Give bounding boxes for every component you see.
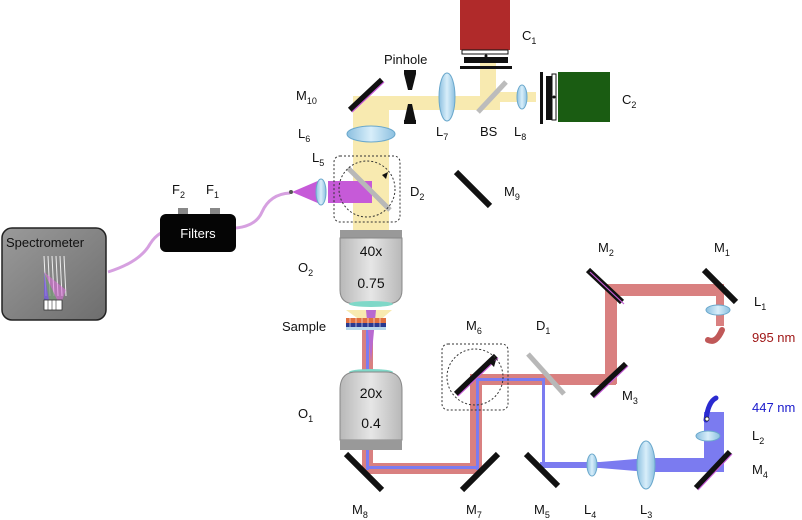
wavelength-447-label: 447 nm: [752, 400, 795, 415]
filters-box: Filters: [160, 208, 236, 252]
spectrometer-label: Spectrometer: [6, 235, 85, 250]
l1-label: L1: [754, 294, 766, 312]
rotation-mount-d2: [333, 155, 401, 223]
lens-l2: [695, 430, 721, 442]
lens-l1: [705, 304, 731, 316]
m8-label: M8: [352, 502, 368, 520]
m6-label: M6: [466, 318, 482, 336]
camera-c2: [540, 72, 610, 124]
bs-label: BS: [480, 124, 498, 139]
diffraction-grating-icon: [43, 255, 67, 311]
lens-l3: [636, 440, 656, 490]
objective-o1-na: 0.4: [361, 415, 381, 431]
mirror-m8: [343, 451, 385, 493]
mirror-m7: [459, 451, 501, 493]
m2-label: M2: [598, 240, 614, 258]
objective-o1-magnification: 20x: [360, 385, 383, 401]
lens-l4: [586, 453, 598, 477]
mirror-m5: [523, 451, 561, 489]
mirror-m9: [453, 169, 493, 209]
f2-label: F2: [172, 182, 185, 200]
lens-l5: [315, 178, 327, 206]
lens-l6: [346, 125, 396, 143]
m4-label: M4: [752, 462, 768, 480]
o1-label: O1: [298, 406, 313, 424]
mirror-m1: [701, 267, 739, 305]
d1-label: D1: [536, 318, 550, 336]
f1-label: F1: [206, 182, 219, 200]
m3-label: M3: [622, 388, 638, 406]
collection-beam: [346, 60, 536, 328]
sample: [346, 318, 386, 330]
beam-splitter-bs: [476, 80, 508, 114]
o2-label: O2: [298, 260, 313, 278]
m7-label: M7: [466, 502, 482, 520]
objective-o2-magnification: 40x: [360, 243, 383, 259]
pinhole: [404, 70, 416, 124]
spectrometer: Spectrometer: [1, 227, 107, 321]
mirror-m3: [589, 361, 629, 399]
l7-label: L7: [436, 124, 448, 142]
l2-label: L2: [752, 428, 764, 446]
lens-l8: [516, 84, 528, 110]
filters-label: Filters: [180, 226, 216, 241]
mirror-m4: [693, 449, 733, 491]
pinhole-label: Pinhole: [384, 52, 427, 67]
objective-o2-na: 0.75: [357, 275, 384, 291]
m10-label: M10: [296, 88, 317, 106]
mirror-m6: [453, 353, 499, 397]
m1-label: M1: [714, 240, 730, 258]
fluorescence-beam: [107, 180, 376, 362]
rotation-mount-m6: [441, 343, 509, 411]
camera-c1: [460, 0, 512, 69]
dichroic-d2: [346, 166, 392, 212]
wavelength-995-label: 995 nm: [752, 330, 795, 345]
l4-label: L4: [584, 502, 596, 520]
c1-label: C1: [522, 28, 536, 46]
m5-label: M5: [534, 502, 550, 520]
m9-label: M9: [504, 184, 520, 202]
objective-o1: 20x 0.4: [339, 369, 403, 450]
mirrors: [343, 77, 739, 493]
l6-label: L6: [298, 126, 310, 144]
mirror-m10: [347, 77, 385, 113]
blue-beam-path: [366, 330, 724, 472]
objective-o2: 40x 0.75: [339, 230, 403, 307]
l5-label: L5: [312, 150, 324, 168]
l8-label: L8: [514, 124, 526, 142]
l3-label: L3: [640, 502, 652, 520]
c2-label: C2: [622, 92, 636, 110]
dichroic-d1: [526, 352, 566, 396]
sample-label: Sample: [282, 319, 326, 334]
lens-l7: [438, 72, 456, 122]
d2-label: D2: [410, 184, 424, 202]
